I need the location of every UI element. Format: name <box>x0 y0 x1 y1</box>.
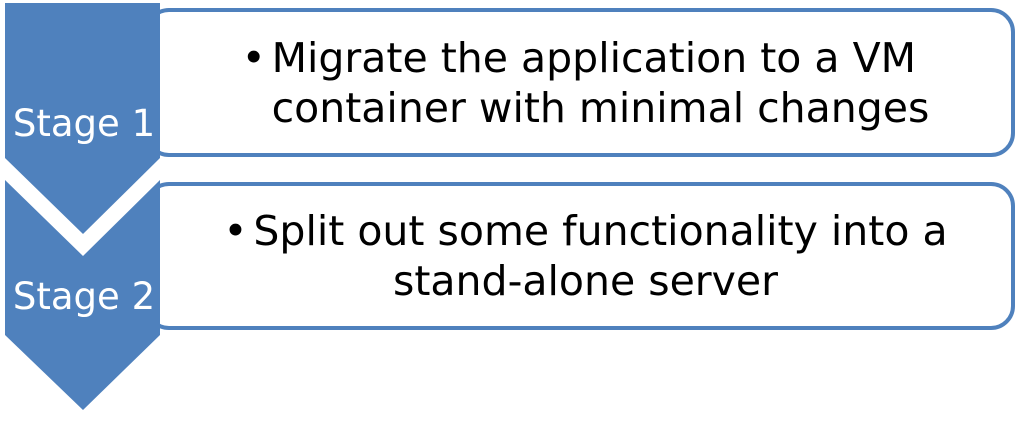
stage-1-line-2: container with minimal changes <box>242 83 930 133</box>
stage-2-box: •Split out some functionality into a sta… <box>160 186 1011 326</box>
stage-2-line-2-text: stand-alone server <box>393 257 778 305</box>
stage-1-label: Stage 1 <box>13 102 155 145</box>
stage-1-description: •Migrate the application to a VM contain… <box>242 33 930 133</box>
stage-2-chevron <box>5 180 160 410</box>
bullet-icon: • <box>241 33 266 82</box>
stage-2-line-2: stand-alone server <box>223 256 947 306</box>
stage-1-line-1-text: Migrate the application to a VM <box>271 33 916 82</box>
stage-1-line-2-text: container with minimal changes <box>271 83 930 132</box>
stage-2-line-1: •Split out some functionality into a <box>223 206 947 256</box>
stage-2-description: •Split out some functionality into a sta… <box>223 206 947 306</box>
stage-1-box: •Migrate the application to a VM contain… <box>160 12 1011 153</box>
stage-2-label: Stage 2 <box>13 275 155 318</box>
stage-2-line-1-text: Split out some functionality into a <box>253 207 948 255</box>
bullet-icon: • <box>223 207 248 255</box>
stage-1-chevron <box>5 3 160 234</box>
stage-1-line-1: •Migrate the application to a VM <box>242 33 930 83</box>
